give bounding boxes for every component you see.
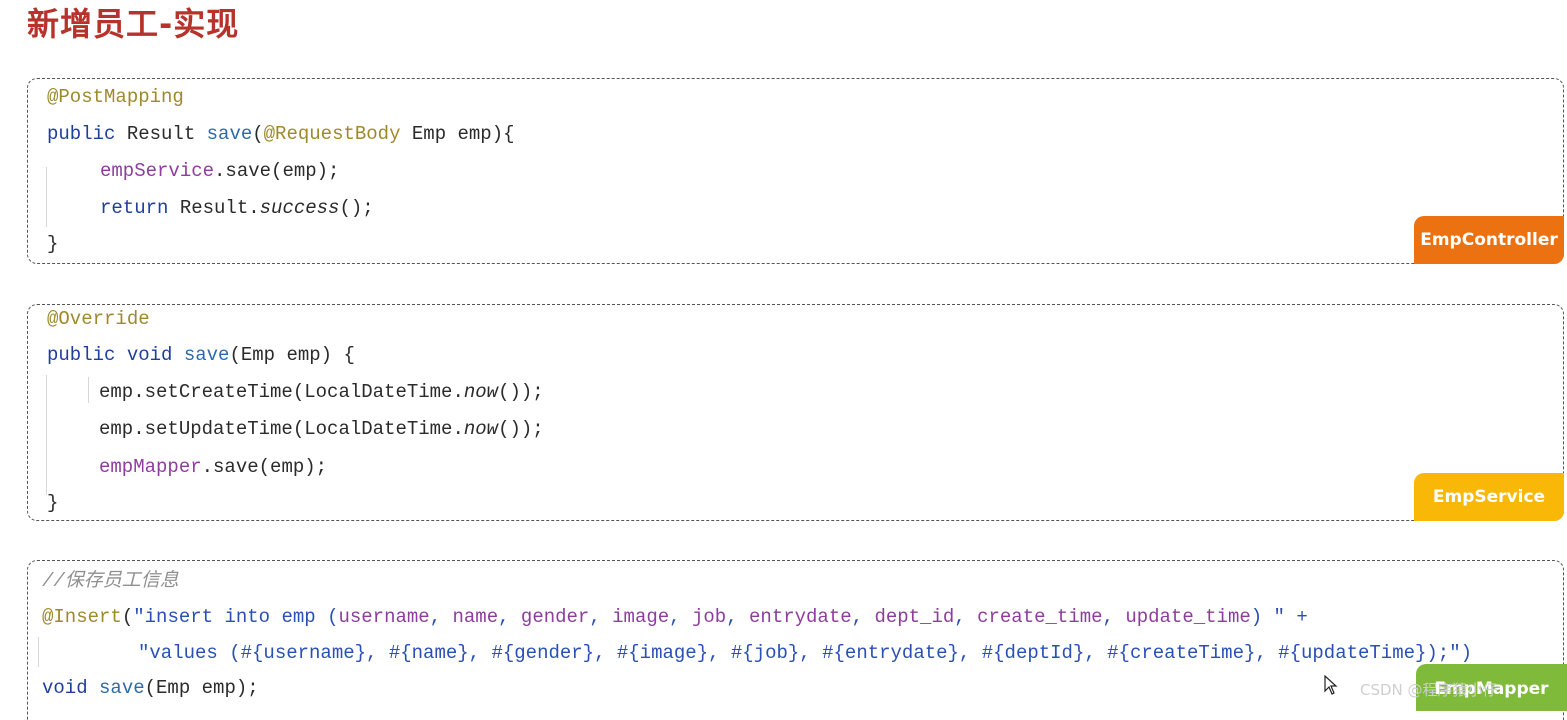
watermark: CSDN @程序猿小仔	[1360, 681, 1498, 699]
service-tag: EmpService	[1414, 473, 1564, 521]
indent-guide	[46, 375, 47, 495]
code-line-close: }	[47, 233, 59, 255]
code-line-annotation: @PostMapping	[47, 86, 184, 108]
code-line-set-update-time: emp.setUpdateTime(LocalDateTime.now());	[99, 418, 544, 440]
code-line-comment: //保存员工信息	[42, 570, 179, 592]
code-line-mapper-call: empMapper.save(emp);	[99, 456, 328, 478]
code-line-service-call: empService.save(emp);	[100, 160, 340, 182]
controller-tag: EmpController	[1414, 216, 1564, 264]
code-line-set-create-time: emp.setCreateTime(LocalDateTime.now());	[99, 381, 544, 403]
code-line-annotation: @Override	[47, 308, 150, 330]
mouse-cursor-icon	[1324, 675, 1338, 695]
page-title: 新增员工-实现	[27, 5, 240, 43]
indent-guide	[38, 637, 39, 667]
service-code-block: @Override public void save(Emp emp) { em…	[27, 304, 1564, 521]
indent-guide	[88, 377, 89, 403]
indent-guide	[46, 167, 47, 227]
code-line-signature: public void save(Emp emp) {	[47, 344, 355, 366]
code-line-values: "values (#{username}, #{name}, #{gender}…	[138, 642, 1473, 664]
controller-code-block: @PostMapping public Result save(@Request…	[27, 78, 1564, 264]
code-line-insert: @Insert("insert into emp (username, name…	[42, 606, 1308, 628]
mapper-tag: EmpMapper	[1416, 664, 1567, 711]
code-line-return: return Result.success();	[100, 197, 374, 219]
code-line-close: }	[47, 492, 59, 514]
code-line-signature: public Result save(@RequestBody Emp emp)…	[47, 123, 515, 145]
code-line-method: void save(Emp emp);	[42, 677, 259, 699]
mapper-code-block: //保存员工信息 @Insert("insert into emp (usern…	[27, 560, 1564, 720]
